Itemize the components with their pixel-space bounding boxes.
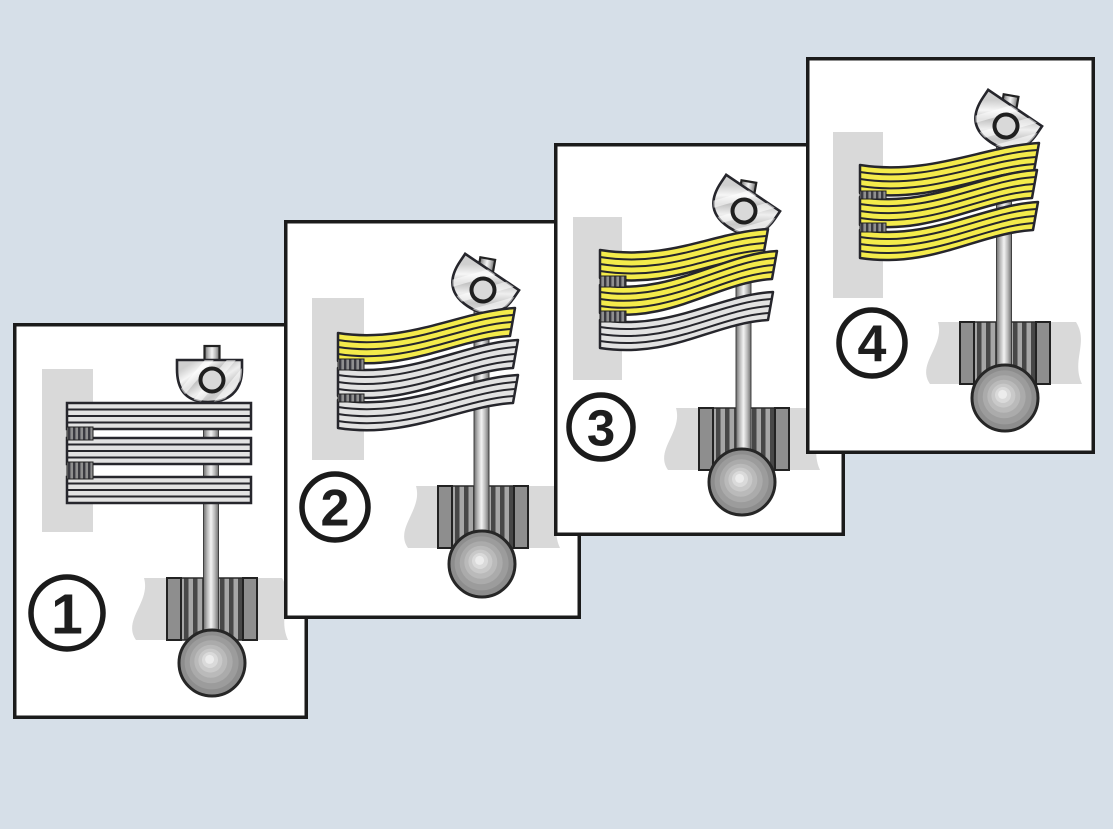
pivot-hole xyxy=(730,197,758,225)
panel-3: 3 xyxy=(554,143,845,536)
band-connector xyxy=(66,461,94,480)
pivot-hole xyxy=(469,276,497,304)
stage-number-badge: 4 xyxy=(836,307,908,379)
muscle-band-1 xyxy=(65,401,253,431)
muscle-band-3 xyxy=(336,373,520,432)
band-connector xyxy=(337,358,365,371)
muscle-band-3 xyxy=(598,290,775,352)
stage-number-badge: 1 xyxy=(28,574,106,652)
band-connector xyxy=(599,310,627,323)
muscle-band-1 xyxy=(336,306,517,365)
panel-4: 4 xyxy=(806,57,1095,454)
weight-ball xyxy=(707,447,777,517)
muscle-band-2 xyxy=(336,338,520,400)
panel-2: 2 xyxy=(284,220,581,619)
pivot-hole xyxy=(198,366,226,394)
band-connector xyxy=(599,275,627,288)
weight-ball xyxy=(970,363,1040,433)
band-connector xyxy=(337,393,365,403)
muscle-band-2 xyxy=(598,249,779,316)
weight-ball xyxy=(447,529,517,599)
stage-number: 2 xyxy=(321,480,350,538)
weight-ball xyxy=(177,628,247,698)
panel-1: 1 xyxy=(13,323,308,719)
stage-number: 3 xyxy=(587,399,615,456)
stage-number: 4 xyxy=(858,316,887,374)
band-connector xyxy=(859,222,887,233)
stage-number: 1 xyxy=(51,583,83,647)
stage-number-badge: 3 xyxy=(566,392,636,462)
muscle-band-2 xyxy=(858,168,1039,229)
pivot-hole xyxy=(992,112,1020,140)
muscle-band-3 xyxy=(858,200,1040,262)
muscle-band-3 xyxy=(65,475,253,505)
muscle-band-2 xyxy=(65,436,253,466)
band-connector xyxy=(66,426,94,441)
band-connector xyxy=(859,190,887,200)
stage-number-badge: 2 xyxy=(299,471,371,543)
